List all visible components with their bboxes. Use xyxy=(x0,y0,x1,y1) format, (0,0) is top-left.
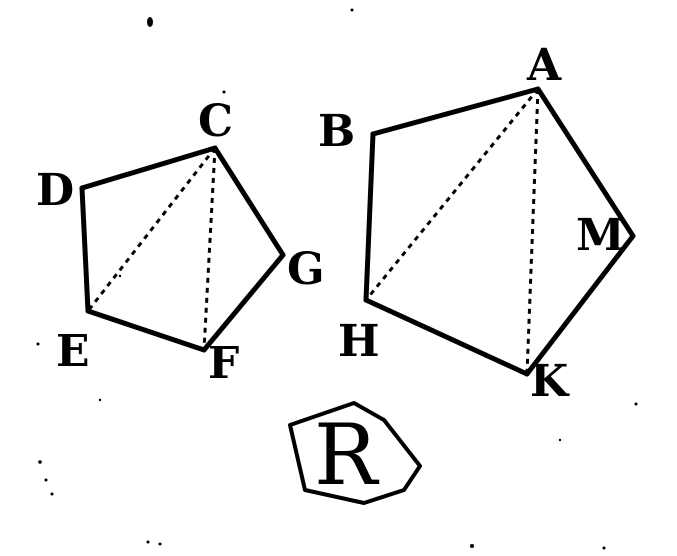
label-h: H xyxy=(338,316,380,367)
label-e: E xyxy=(56,326,90,377)
diagonal-c-f xyxy=(202,147,217,351)
emblem-letter: R xyxy=(314,406,380,504)
small-pentagon xyxy=(79,145,286,353)
diagonal-a-h xyxy=(364,88,540,301)
emblem-frame xyxy=(288,401,422,505)
edge-d-c xyxy=(79,145,218,191)
edge-f-e xyxy=(85,308,207,353)
edge-c-g xyxy=(212,145,286,258)
diagonal-a-k xyxy=(525,88,540,375)
large-pentagon xyxy=(363,86,636,377)
ink-specks xyxy=(36,8,638,550)
edge-g-f xyxy=(201,252,286,353)
diagonal-c-e xyxy=(86,147,217,312)
edge-b-a xyxy=(370,86,541,137)
edge-k-h xyxy=(363,297,530,377)
label-g: G xyxy=(287,244,325,295)
edge-e-d xyxy=(79,185,91,314)
vertex-labels: A B C D E F G H K M xyxy=(36,40,625,407)
label-a: A xyxy=(526,40,562,91)
label-c: C xyxy=(198,96,233,147)
label-k: K xyxy=(530,356,570,407)
r-emblem: R xyxy=(288,401,422,505)
label-b: B xyxy=(318,106,355,157)
label-m: M xyxy=(576,210,625,261)
edge-a-m xyxy=(535,86,636,239)
edge-h-b xyxy=(363,131,376,303)
label-f: F xyxy=(208,338,239,389)
label-d: D xyxy=(36,165,74,216)
edge-m-k xyxy=(524,233,636,377)
